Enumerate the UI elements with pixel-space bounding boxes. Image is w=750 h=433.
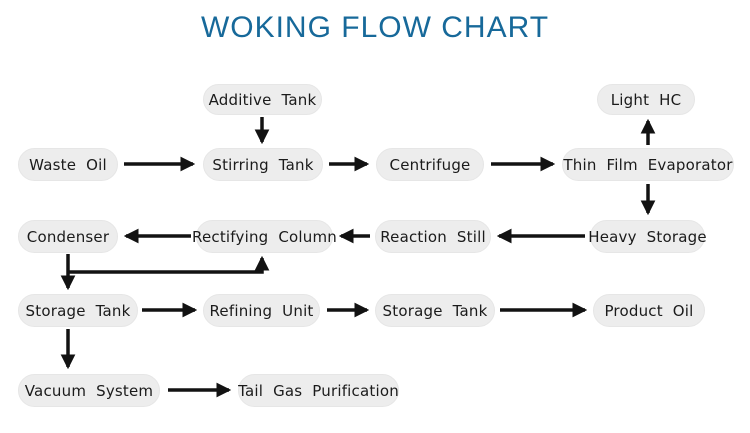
node-vacuum-system: Vacuum System bbox=[18, 374, 160, 407]
node-heavy-storage: Heavy Storage bbox=[588, 220, 707, 253]
page-title: WOKING FLOW CHART bbox=[200, 11, 550, 44]
node-storage-tank-1: Storage Tank bbox=[18, 294, 138, 327]
node-refining-unit: Refining Unit bbox=[203, 294, 320, 327]
node-reaction-still: Reaction Still bbox=[375, 220, 491, 253]
node-rectifying-column: Rectifying Column bbox=[192, 220, 337, 253]
node-additive-tank: Additive Tank bbox=[203, 84, 322, 115]
node-tail-gas-purification: Tail Gas Purification bbox=[238, 374, 399, 407]
node-light-hc: Light HC bbox=[597, 84, 695, 115]
node-product-oil: Product Oil bbox=[593, 294, 705, 327]
node-stirring-tank: Stirring Tank bbox=[203, 148, 323, 181]
edge-condenser-to-rectifying-column-reflux bbox=[68, 255, 270, 274]
node-thin-film-evaporator: Thin Film Evaporator bbox=[562, 148, 734, 181]
node-storage-tank-2: Storage Tank bbox=[375, 294, 495, 327]
node-centrifuge: Centrifuge bbox=[376, 148, 484, 181]
node-condenser: Condenser bbox=[18, 220, 118, 253]
node-waste-oil: Waste Oil bbox=[18, 148, 118, 181]
